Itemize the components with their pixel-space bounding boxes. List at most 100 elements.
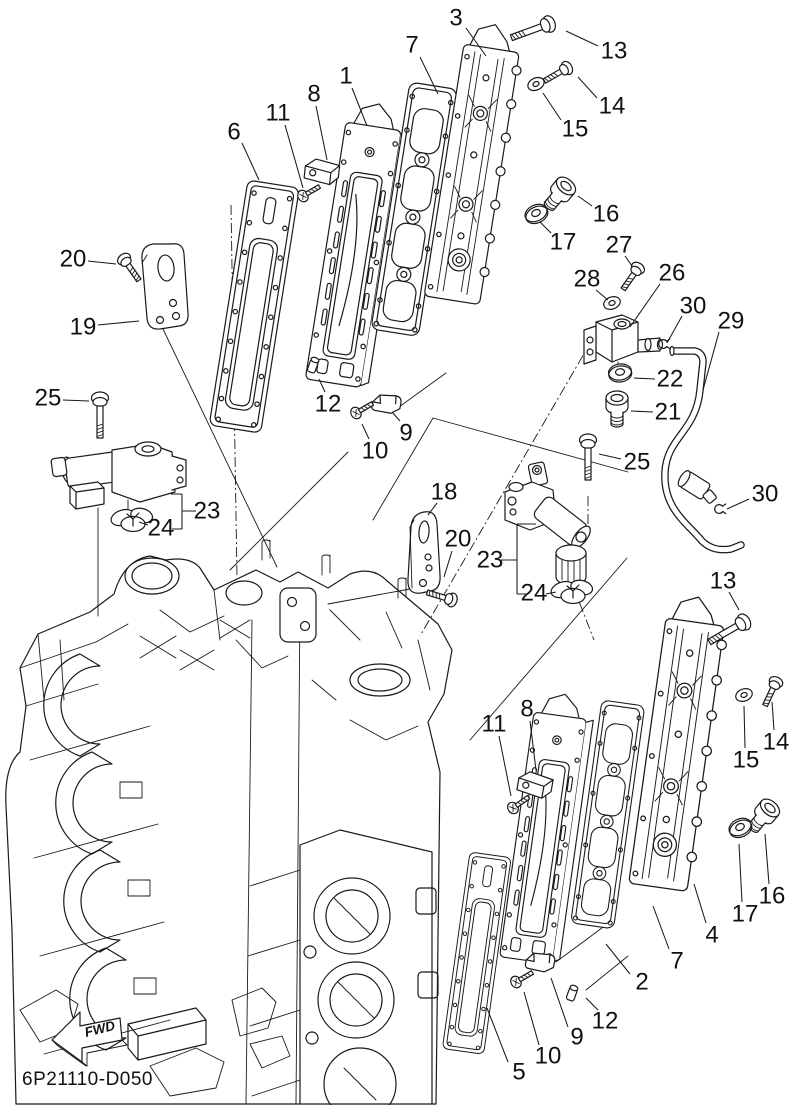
bolt-25-right [578,433,598,481]
leader-line-16 [764,833,770,885]
callout-number-18: 18 [431,479,458,506]
callout-number-11: 11 [266,100,291,127]
lower-left-castings [19,987,291,1097]
callout-number-20: 20 [60,246,87,273]
valve-assembly-23-right [504,461,591,586]
plug-21 [605,390,629,428]
callout-number-23: 23 [194,498,221,525]
callout-number-12: 12 [315,391,342,418]
leader-line-2 [605,943,631,975]
callout-number-29: 29 [718,308,745,335]
gasket-outer-top [208,179,300,434]
callout-number-2: 2 [635,969,648,996]
leader-line-9 [550,977,569,1028]
callout-bracket-1 [171,493,196,530]
leader-line-18 [427,502,438,516]
leader-line-14 [577,76,598,99]
callout-number-23: 23 [477,547,504,574]
leader-line-11 [284,124,304,189]
leader-line-4 [693,883,707,924]
callout-number-10: 10 [362,438,389,465]
valve-assembly-23-left [50,441,187,511]
callout-number-7: 7 [405,32,418,59]
callout-number-22: 22 [657,366,684,393]
mount-boss [279,587,317,643]
leader-line-17 [539,221,552,234]
callout-bracket-2 [501,523,536,595]
leader-line-29 [702,331,720,391]
leader-line-6 [241,142,260,181]
leader-line-8 [315,105,328,161]
callout-number-24: 24 [521,580,548,607]
callout-number-13: 13 [601,38,628,65]
callout-number-24: 24 [148,515,175,542]
bracket-18 [407,511,441,594]
leader-line-30 [726,498,750,510]
callout-number-5: 5 [512,1059,525,1086]
crankcase-webs [29,653,171,1055]
leader-line-21 [630,410,654,413]
callout-number-21: 21 [655,399,682,426]
callout-number-19: 19 [70,314,97,341]
bolt-14-bottom [758,673,786,710]
callout-number-6: 6 [227,119,240,146]
leader-line-10 [523,991,540,1046]
leader-line-27 [624,255,633,267]
callout-number-14: 14 [763,729,790,756]
throttle-bore-2 [225,580,263,606]
screw-10-top [348,397,377,422]
leader-line-20 [87,260,117,265]
bolt-27 [616,259,648,294]
leader-line-13 [728,591,740,611]
engine-block-drawing [5,539,453,1105]
leader-line-10 [361,423,370,440]
breather-hose-29 [661,345,745,554]
callout-number-17: 17 [732,901,759,928]
bolt-13-top [507,13,559,47]
leader-line-20 [443,550,453,578]
bolt-20-left [114,250,146,285]
callout-number-13: 13 [710,568,737,595]
plug-16-bottom [742,794,784,838]
callout-number-14: 14 [599,93,626,120]
bracket-19 [141,243,189,330]
callout-number-12: 12 [592,1008,619,1035]
fwd-arrow: FWD [51,1011,128,1067]
leader-line-25 [598,453,622,460]
leader-line-28 [595,289,609,301]
bolt-14-top [540,58,576,88]
callout-number-8: 8 [307,81,320,108]
washer-15-bottom [733,685,755,705]
leader-line-12 [585,997,599,1011]
leader-line-7 [652,905,670,950]
leader-line-15 [542,92,562,121]
leader-line-26 [629,283,661,328]
callout-number-10: 10 [535,1043,562,1070]
anode-8-top [303,157,341,187]
washer-22 [606,361,634,385]
leader-line-1 [351,87,368,127]
washer-17-bottom [725,814,756,842]
leader-line-30 [666,315,683,344]
leader-line-9 [391,411,401,422]
leader-line-22 [633,377,656,380]
callout-number-1: 1 [339,63,352,90]
diagram-code: 6P21110-D050 [22,1069,153,1090]
callout-number-8: 8 [520,696,533,723]
leader-line-12 [318,378,326,393]
leader-line-25 [62,399,90,402]
washer-15-top [525,74,547,94]
screw-10-bottom [508,966,537,991]
callout-number-9: 9 [570,1024,583,1051]
leader-line-13 [565,30,599,47]
callout-number-3: 3 [449,5,462,32]
callout-number-7: 7 [670,948,683,975]
bolt-25-left [90,391,110,439]
leader-line-17 [738,843,743,903]
callout-number-16: 16 [593,201,620,228]
callout-number-25: 25 [35,385,62,412]
callout-number-27: 27 [606,232,633,259]
